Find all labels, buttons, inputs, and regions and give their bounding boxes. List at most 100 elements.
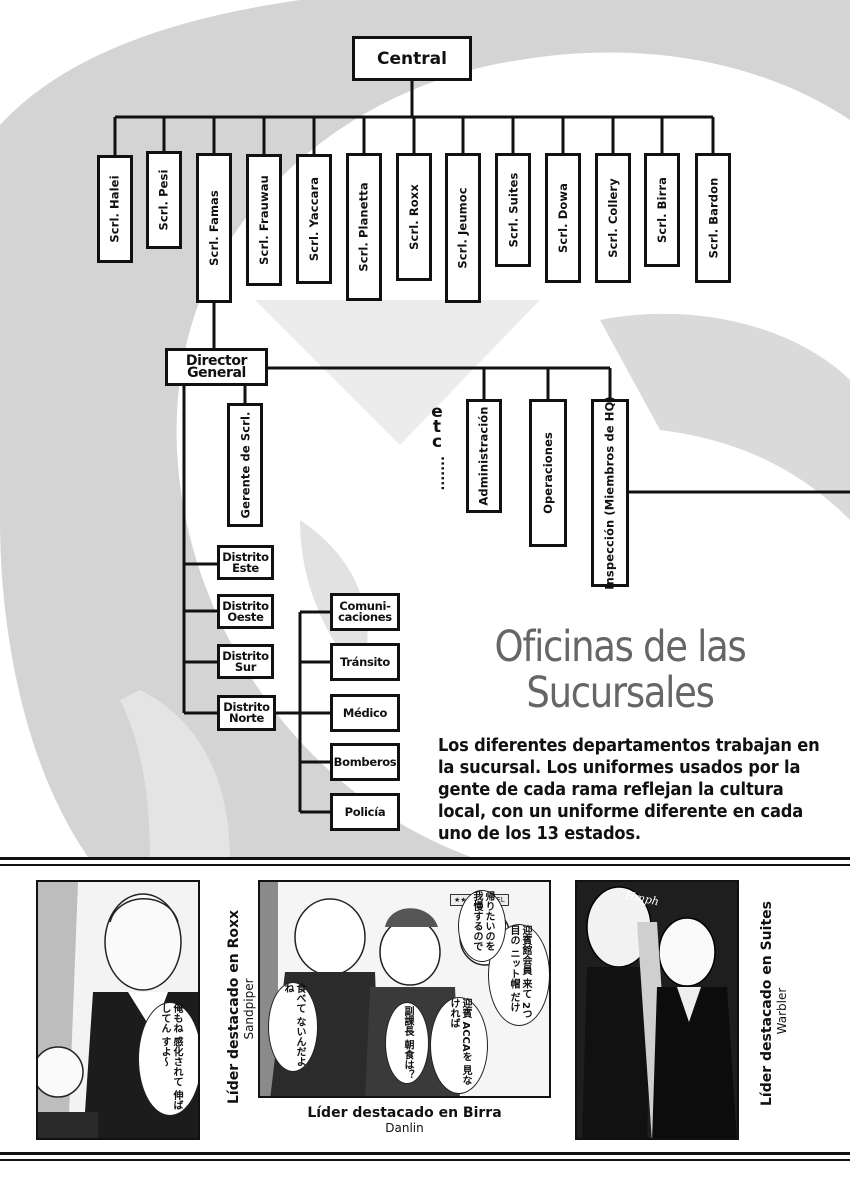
branch-box-roxx: Scrl. Roxx <box>396 153 432 281</box>
branch-label: Scrl. Pesi <box>157 169 172 231</box>
branch-box-planetta: Scrl. Planetta <box>346 153 382 301</box>
service-box-comunicaciones: Comuni-caciones <box>330 593 400 631</box>
district-line2: Norte <box>229 711 264 725</box>
branch-label: Scrl. Jeumoc <box>456 187 471 269</box>
branch-label: Scrl. Bardon <box>706 177 720 259</box>
branch-box-birra: Scrl. Birra <box>644 153 680 267</box>
gerente-label: Gerente de Scrl. <box>238 411 253 519</box>
etc-marker: e t c <box>427 402 447 452</box>
department-box-inspeccion: Inspección (Miembros de HQ) <box>591 396 629 590</box>
district-line2: Este <box>232 560 259 575</box>
branch-label: Scrl. Roxx <box>407 184 421 250</box>
branch-box-frauwau: Scrl. Frauwau <box>246 154 282 286</box>
description-line: gente de cada rama reflejan la cultura <box>438 780 784 800</box>
branch-box-famas: Scrl. Famas <box>196 153 232 303</box>
branch-box-jeumoc: Scrl. Jeumoc <box>445 153 481 303</box>
branch-box-bardon: Scrl. Bardon <box>695 153 731 283</box>
branch-box-collery: Scrl. Collery <box>595 153 631 283</box>
etc-dots: ······· <box>434 456 449 491</box>
district-line1: Distrito <box>222 598 269 613</box>
service-line1: Policía <box>344 804 386 819</box>
section-title-line2: Sucursales <box>526 668 715 718</box>
branch-box-halei: Scrl. Halei <box>97 155 133 263</box>
director-label-line1: Director <box>185 353 248 369</box>
speech-text: 食べて ないんだよね <box>282 983 305 1067</box>
bottom-divider-rule-thin <box>0 1159 850 1161</box>
director-label-line2: General <box>187 365 246 381</box>
branch-label: Scrl. Birra <box>655 177 669 243</box>
service-line1: Comuni- <box>339 599 391 613</box>
speech-text: 副課長 朝食は？ <box>402 1006 413 1080</box>
service-box-medico: Médico <box>330 694 400 732</box>
manga-panel-suites: Hmph <box>575 880 739 1140</box>
caption-suites: Líder destacado en Suites Warbler <box>759 901 797 1106</box>
service-line1: Tránsito <box>340 654 390 669</box>
department-label: Administración <box>477 406 491 506</box>
caption-roxx-name: Sandpiper <box>242 978 256 1040</box>
service-box-policia: Policía <box>330 793 400 831</box>
panel-illustration-suites <box>577 882 737 1138</box>
speech-bubble: 帰りたいのを 我慢するので <box>458 890 506 962</box>
top-divider-rule <box>0 857 850 860</box>
caption-roxx-title: Líder destacado en Roxx <box>226 909 242 1104</box>
section-title: Oficinas de las Sucursales <box>457 624 784 716</box>
branch-label: Scrl. Planetta <box>357 182 372 272</box>
service-line1: Bomberos <box>333 754 397 769</box>
manga-panel-birra: ★★★★ HOTEL 食べて ないんだよね 副課長 朝食は？ 迎賓 ACCAを … <box>258 880 551 1098</box>
caption-birra: Líder destacado en Birra Danlin <box>258 1105 551 1135</box>
description-line: Los diferentes departamentos trabajan en <box>438 736 820 756</box>
department-label: Operaciones <box>541 432 555 514</box>
description-line: uno de los 13 estados. <box>438 824 641 844</box>
district-line2: Oeste <box>227 609 264 624</box>
bottom-divider-rule <box>0 1152 850 1155</box>
branch-label: Scrl. Famas <box>207 190 221 266</box>
speech-text: 迎賓館会員 来て 2つ目の ニット帽 だけ <box>508 925 531 1019</box>
department-label: Inspección (Miembros de HQ) <box>603 396 618 590</box>
district-line1: Distrito <box>222 648 269 663</box>
district-line1: Distrito <box>223 700 270 714</box>
service-line2: caciones <box>338 610 392 624</box>
section-title-line1: Oficinas de las <box>494 622 747 672</box>
district-line2: Sur <box>234 659 257 674</box>
director-general-box: Director General <box>165 348 268 386</box>
description-line: la sucursal. Los uniformes usados por la <box>438 758 801 778</box>
etc-letter: c <box>431 432 443 452</box>
department-box-operaciones: Operaciones <box>529 399 567 547</box>
speech-text: 迎賓 ACCAを 見なければ <box>448 998 471 1086</box>
speech-text: 俺もね 感化されて 伸ばしてん すよ〜 <box>159 1003 182 1110</box>
etc-letter: e <box>431 402 443 422</box>
speech-bubble: 俺もね 感化されて 伸ばしてん すよ〜 <box>138 1002 198 1116</box>
gerente-box: Gerente de Scrl. <box>227 403 263 527</box>
central-box: Central <box>352 36 472 81</box>
caption-suites-title: Líder destacado en Suites <box>759 901 775 1106</box>
caption-birra-name: Danlin <box>385 1121 424 1135</box>
etc-letter: t <box>432 417 442 437</box>
caption-birra-title: Líder destacado en Birra <box>307 1105 502 1121</box>
manga-panel-roxx: 俺もね 感化されて 伸ばしてん すよ〜 <box>36 880 200 1140</box>
branch-label: Scrl. Yaccara <box>307 176 321 262</box>
central-label: Central <box>377 48 447 69</box>
service-line1: Médico <box>342 705 388 720</box>
branch-label: Scrl. Dowa <box>556 183 571 253</box>
caption-suites-name: Warbler <box>775 987 789 1035</box>
branch-label: Scrl. Halei <box>108 175 123 243</box>
section-description: Los diferentes departamentos trabajan en… <box>438 735 847 845</box>
branch-label: Scrl. Frauwau <box>257 175 272 265</box>
district-line1: Distrito <box>222 549 269 564</box>
top-divider-rule-thin <box>0 864 850 866</box>
branch-box-yaccara: Scrl. Yaccara <box>296 154 332 284</box>
branch-box-pesi: Scrl. Pesi <box>146 151 182 249</box>
speech-bubble: 副課長 朝食は？ <box>385 1002 429 1084</box>
description-line: local, con un uniforme diferente en cada <box>438 802 804 822</box>
speech-bubble: 迎賓 ACCAを 見なければ <box>430 997 488 1094</box>
service-box-transito: Tránsito <box>330 643 400 681</box>
speech-text: 帰りたいのを 我慢するので <box>471 891 494 951</box>
department-box-administracion: Administración <box>466 399 502 513</box>
branch-box-suites: Scrl. Suites <box>495 153 531 267</box>
branch-box-dowa: Scrl. Dowa <box>545 153 581 283</box>
